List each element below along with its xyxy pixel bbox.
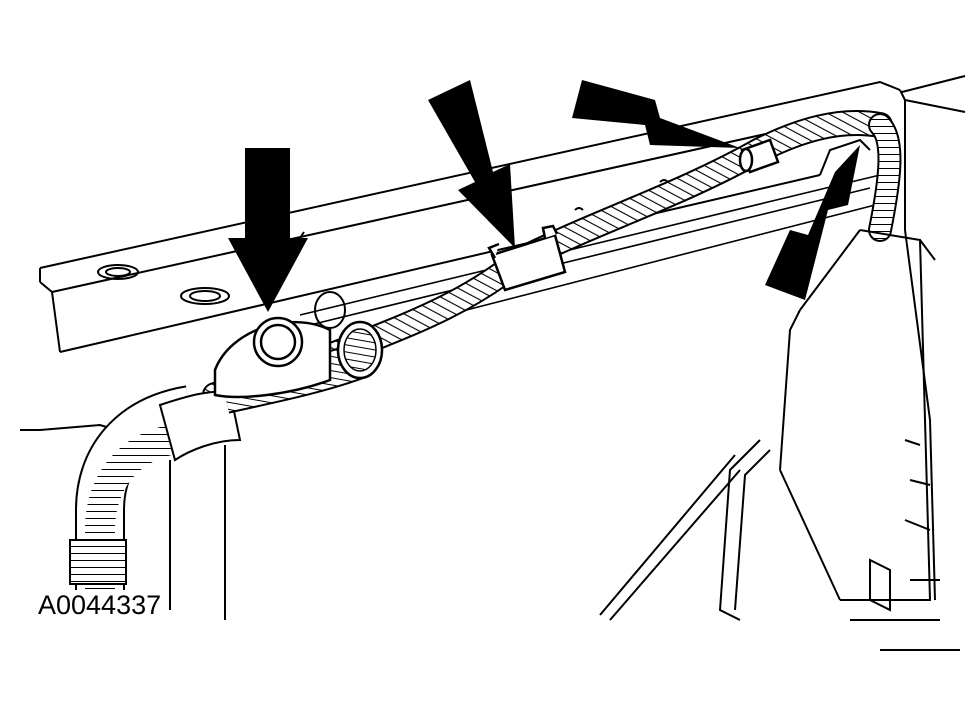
arrow-grommet — [228, 148, 308, 312]
arrow-connector — [572, 80, 740, 148]
harness-down-tube-right — [868, 113, 902, 242]
arrow-down-icon — [428, 80, 515, 248]
harness-clip — [487, 224, 567, 292]
harness-elbow — [336, 320, 384, 380]
harness-connector — [738, 138, 780, 174]
arrow-right-down-icon — [572, 80, 740, 148]
grommet — [213, 316, 332, 399]
arrow-up-right-icon — [765, 145, 860, 300]
figure-id-label: A0044337 — [38, 590, 162, 620]
arrow-corner — [765, 145, 860, 300]
arrow-down-icon — [228, 148, 308, 312]
arrow-clip — [428, 80, 515, 248]
body-panel — [20, 75, 966, 620]
side-panel — [599, 138, 960, 651]
